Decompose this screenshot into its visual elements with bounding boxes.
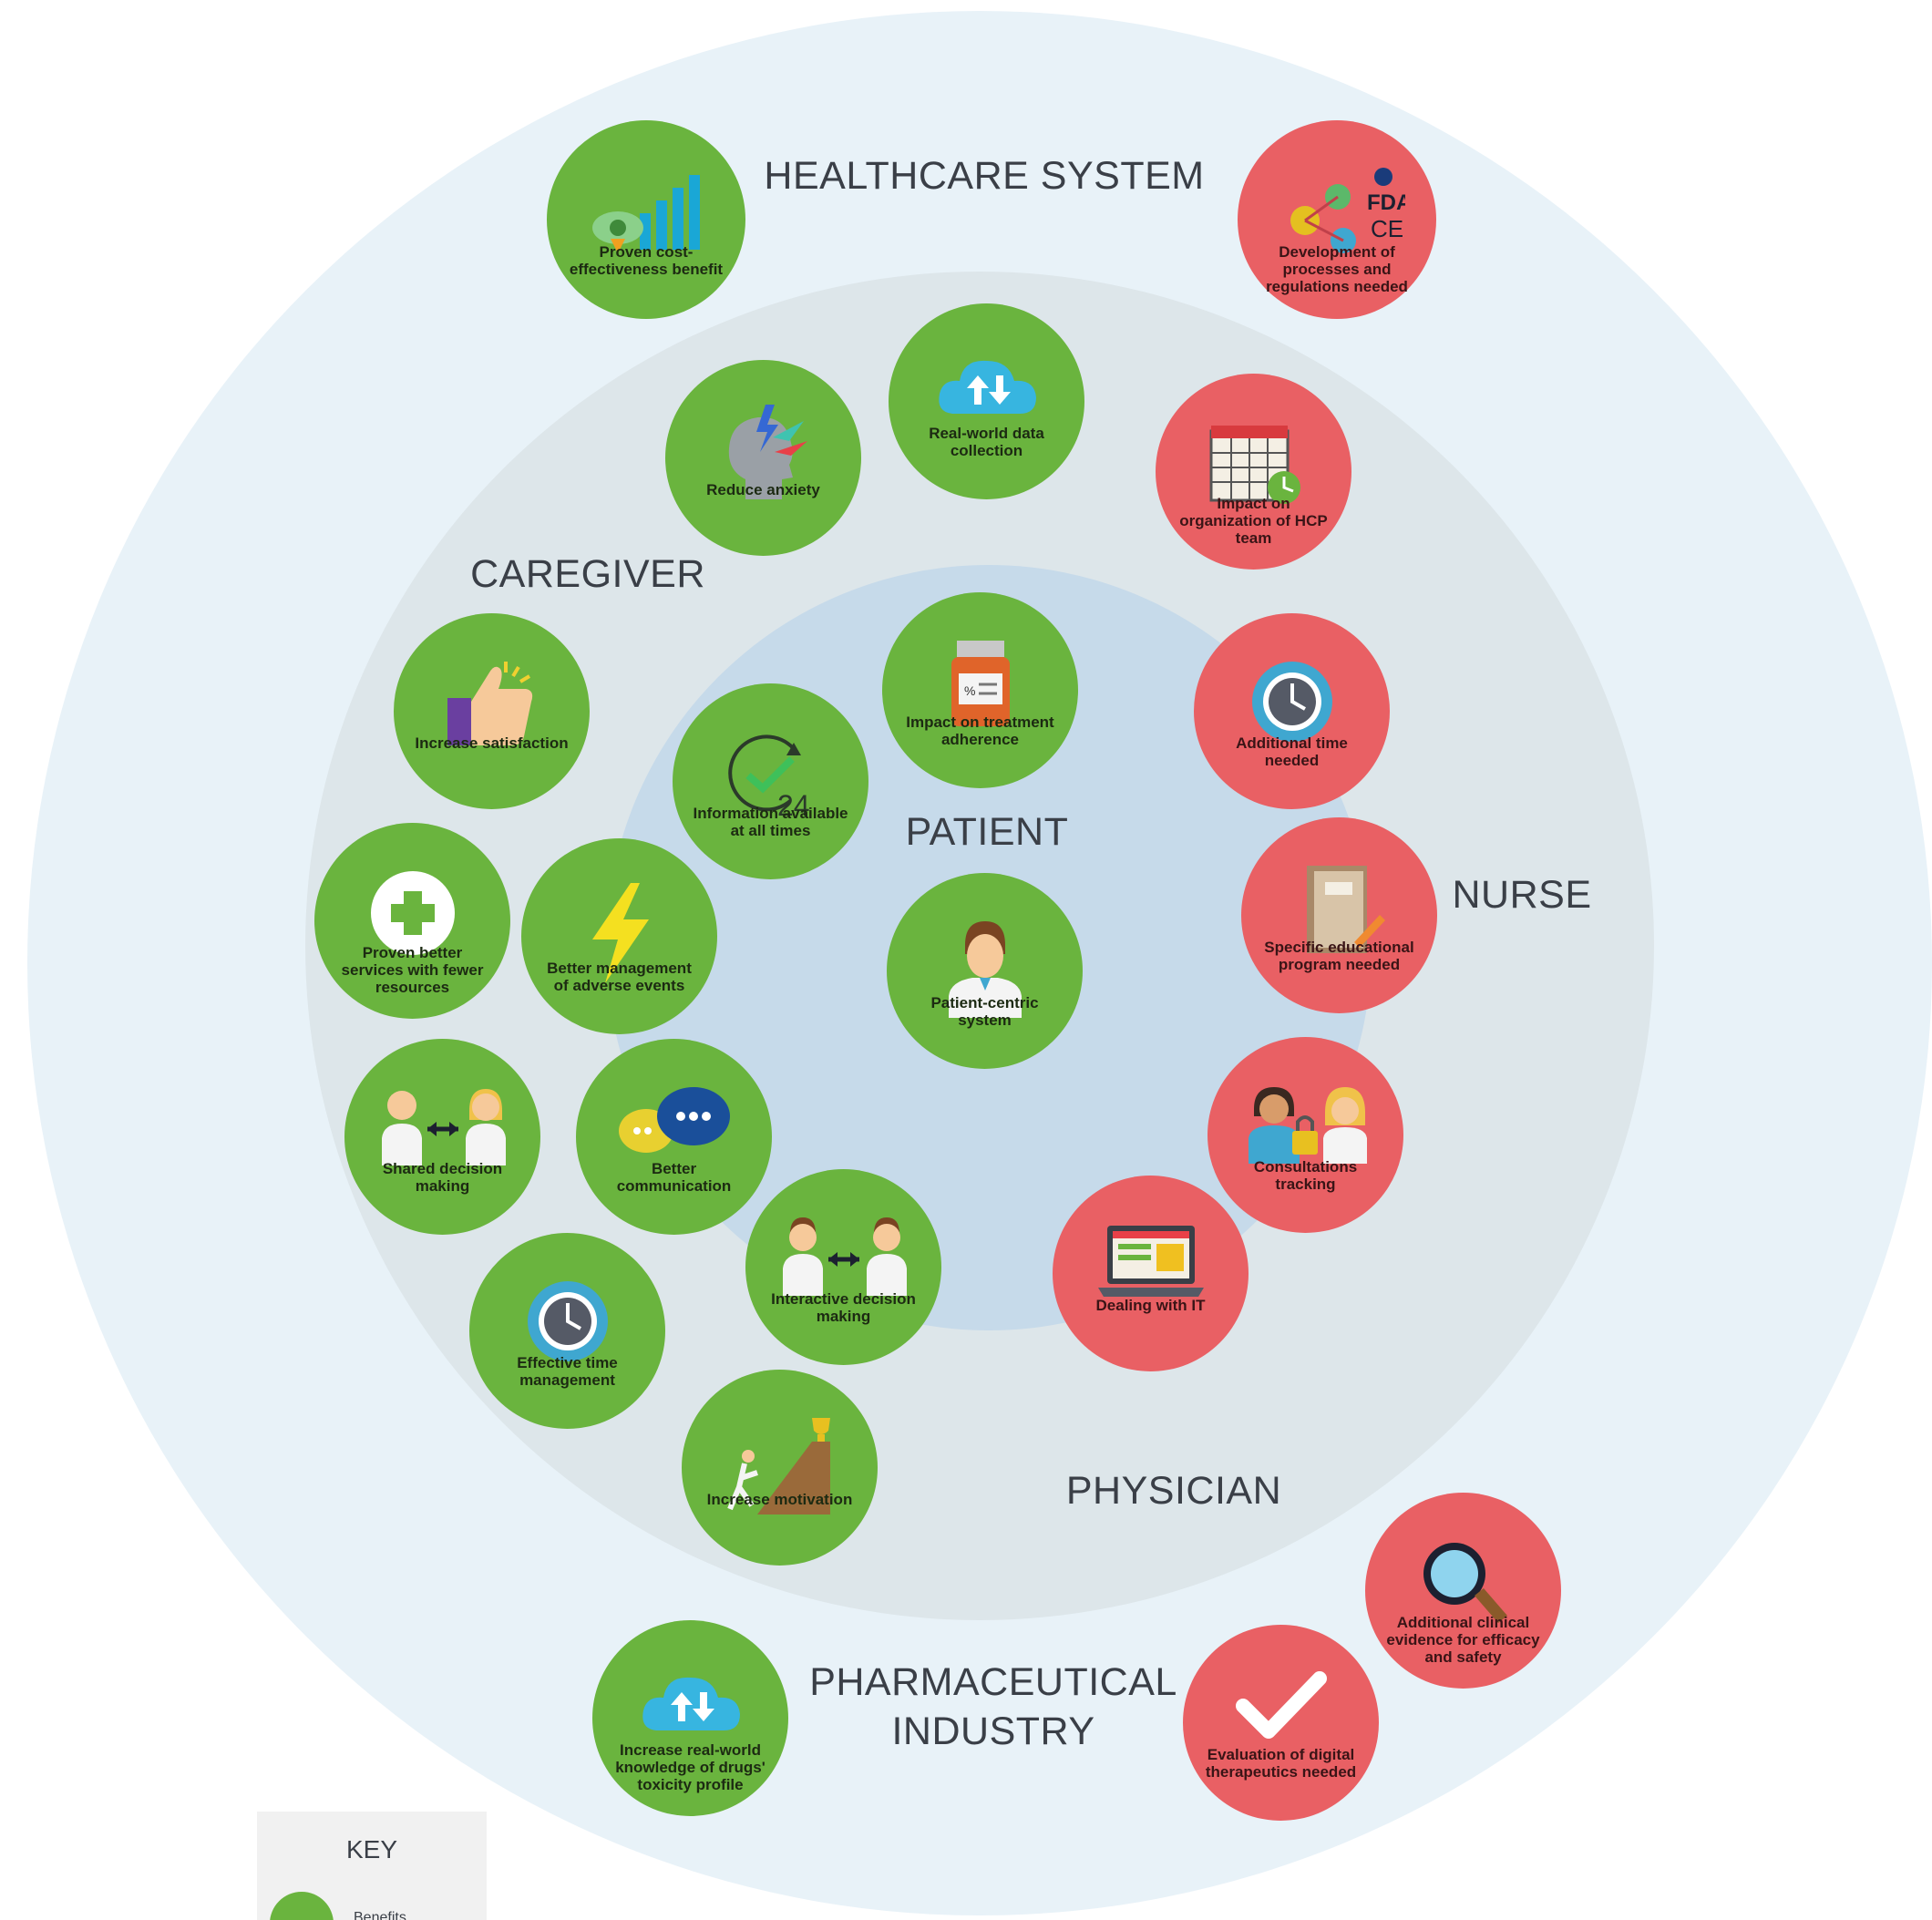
node-label: Information available at all times bbox=[693, 805, 848, 840]
node-reduce-anxiety: Reduce anxiety bbox=[665, 360, 861, 556]
node-label: Shared decision making bbox=[382, 1160, 503, 1196]
label-physician: PHYSICIAN bbox=[1065, 1469, 1282, 1513]
legend-benefit-label: Benefits bbox=[354, 1910, 406, 1920]
people-lock-icon bbox=[1248, 1087, 1367, 1165]
node-treatment-adherence: % Impact on treatment adherence bbox=[882, 592, 1078, 788]
laptop-icon bbox=[1097, 1226, 1204, 1298]
svg-text:FDA: FDA bbox=[1367, 190, 1405, 215]
node-label: Proven better services with fewer resour… bbox=[341, 944, 484, 997]
node-label: Increase satisfaction bbox=[415, 734, 569, 753]
node-adverse-events: Better management of adverse events bbox=[521, 838, 717, 1034]
node-label: Increase real-world knowledge of drugs' … bbox=[615, 1741, 766, 1794]
node-label: Specific educational program needed bbox=[1264, 939, 1414, 974]
node-dealing-with-it: Dealing with IT bbox=[1053, 1176, 1249, 1371]
lightning-icon bbox=[591, 883, 649, 984]
node-label: Better management of adverse events bbox=[547, 960, 692, 995]
node-label: Patient-centric system bbox=[930, 994, 1039, 1030]
doctors-exchange-icon bbox=[381, 1089, 506, 1166]
node-effective-time: Effective time management bbox=[469, 1233, 665, 1429]
node-consultations-tracking: Consultations tracking bbox=[1208, 1037, 1403, 1233]
checkmark-icon bbox=[1235, 1671, 1327, 1740]
clock-icon bbox=[527, 1281, 608, 1362]
node-label: Real-world data collection bbox=[929, 425, 1044, 460]
clock-24-check-icon: 24 bbox=[727, 734, 810, 819]
pill-bottle-icon: % bbox=[951, 641, 1010, 727]
node-label: Impact on treatment adherence bbox=[906, 714, 1054, 749]
medical-cross-icon bbox=[370, 871, 455, 956]
node-real-world-data: Real-world data collection bbox=[889, 303, 1084, 499]
node-label: Reduce anxiety bbox=[706, 481, 820, 499]
node-educational-program: Specific educational program needed bbox=[1241, 817, 1437, 1013]
node-cost-effectiveness: Proven cost-effectiveness benefit bbox=[547, 120, 745, 319]
climber-trophy-icon bbox=[726, 1418, 830, 1515]
node-label: Impact on organization of HCP team bbox=[1179, 495, 1328, 548]
clock-icon bbox=[1251, 662, 1332, 743]
label-pharmaceutical-industry: PHARMACEUTICAL INDUSTRY bbox=[809, 1658, 1177, 1756]
doctors-exchange-icon bbox=[782, 1217, 907, 1297]
node-patient-centric: Patient-centric system bbox=[887, 873, 1083, 1069]
notebook-icon bbox=[1306, 866, 1385, 954]
node-label: Additional clinical evidence for efficac… bbox=[1386, 1614, 1540, 1667]
node-label: Proven cost-effectiveness benefit bbox=[569, 243, 724, 279]
node-clinical-evidence: Additional clinical evidence for efficac… bbox=[1365, 1493, 1561, 1689]
node-label: Interactive decision making bbox=[771, 1290, 916, 1326]
node-label: Increase motivation bbox=[706, 1491, 853, 1509]
node-hcp-organization: Impact on organization of HCP team bbox=[1156, 374, 1351, 570]
node-interactive-decision: Interactive decision making bbox=[745, 1169, 941, 1365]
label-nurse: NURSE bbox=[1452, 873, 1592, 917]
label-pharma-line1: PHARMACEUTICAL bbox=[809, 1660, 1177, 1704]
node-label: Better communication bbox=[616, 1160, 732, 1196]
svg-text:%: % bbox=[964, 683, 975, 698]
node-label: Effective time management bbox=[517, 1354, 618, 1390]
label-healthcare-system: HEALTHCARE SYSTEM bbox=[764, 154, 1205, 198]
label-patient: PATIENT bbox=[905, 810, 1069, 854]
node-additional-time: Additional time needed bbox=[1194, 613, 1390, 809]
node-label: Dealing with IT bbox=[1095, 1297, 1206, 1315]
calendar-clock-icon bbox=[1209, 426, 1300, 505]
label-caregiver: CAREGIVER bbox=[470, 552, 705, 596]
cloud-sync-icon bbox=[642, 1678, 740, 1731]
cloud-sync-icon bbox=[938, 361, 1036, 415]
head-lightning-icon bbox=[728, 405, 807, 500]
magnifier-icon bbox=[1423, 1543, 1507, 1624]
node-increase-motivation: Increase motivation bbox=[682, 1370, 878, 1566]
legend-key: KEY Benefits bbox=[257, 1812, 487, 1920]
legend-benefit-swatch bbox=[270, 1892, 334, 1920]
node-label: Evaluation of digital therapeutics neede… bbox=[1205, 1746, 1357, 1781]
node-increase-satisfaction: Increase satisfaction bbox=[394, 613, 590, 809]
node-better-communication: Better communication bbox=[576, 1039, 772, 1235]
node-information-24-7: 24 Information available at all times bbox=[673, 683, 868, 879]
node-label: Development of processes and regulations… bbox=[1266, 243, 1408, 296]
label-pharma-line2: INDUSTRY bbox=[891, 1710, 1095, 1753]
thumbs-up-icon bbox=[447, 662, 532, 746]
node-digital-therapeutics: Evaluation of digital therapeutics neede… bbox=[1183, 1625, 1379, 1821]
chart-money-icon bbox=[592, 175, 700, 254]
svg-text:CE: CE bbox=[1371, 215, 1403, 242]
node-better-services: Proven better services with fewer resour… bbox=[314, 823, 510, 1019]
node-toxicity-knowledge: Increase real-world knowledge of drugs' … bbox=[592, 1620, 788, 1816]
chat-bubbles-icon bbox=[618, 1087, 730, 1154]
legend-title: KEY bbox=[345, 1835, 398, 1864]
node-shared-decision: Shared decision making bbox=[344, 1039, 540, 1235]
person-icon bbox=[948, 921, 1022, 1019]
svg-text:24: 24 bbox=[777, 789, 810, 819]
node-label: Consultations tracking bbox=[1253, 1158, 1358, 1194]
node-label: Additional time needed bbox=[1236, 734, 1348, 770]
